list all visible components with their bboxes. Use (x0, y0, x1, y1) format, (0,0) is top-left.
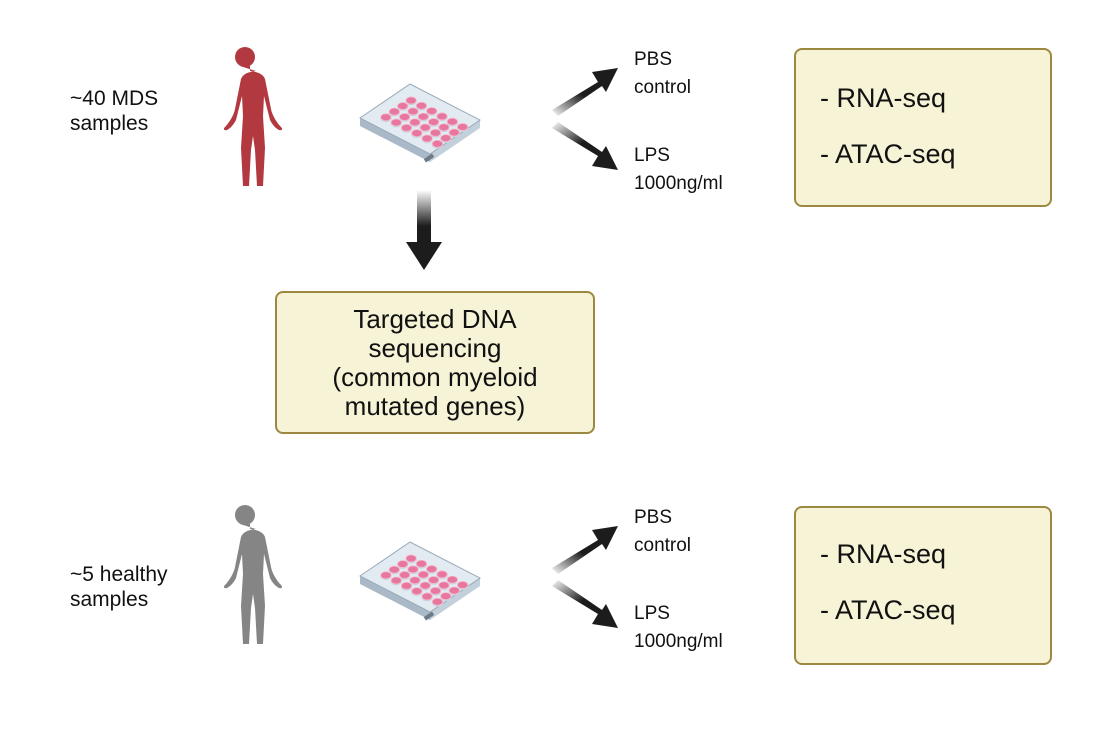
healthy-group-label: ~5 healthy samples (70, 563, 168, 611)
arrow-icon (552, 580, 618, 628)
assay-rna-seq: - RNA-seq (820, 83, 947, 113)
human-figure-icon (223, 47, 283, 186)
assay-box: - RNA-seq - ATAC-seq (794, 506, 1052, 665)
assay-atac-seq: - ATAC-seq (820, 139, 956, 169)
arrow-icon (552, 526, 618, 574)
culture-plate-icon (359, 541, 481, 621)
human-figure-icon (223, 505, 283, 644)
arrow-icon (552, 122, 618, 170)
condition-name: LPS (634, 145, 670, 166)
condition-name: PBS (634, 49, 673, 70)
condition-lps: LPS 1000ng/ml (634, 600, 723, 656)
arrow-icon (406, 190, 442, 270)
condition-pbs: PBS control (634, 46, 691, 102)
condition-detail: control (634, 77, 692, 98)
condition-name: PBS (634, 507, 673, 528)
dna-box-text: Targeted DNA sequencing (common myeloid … (332, 303, 538, 421)
assay-atac-seq: - ATAC-seq (820, 595, 956, 625)
condition-lps: LPS 1000ng/ml (634, 142, 723, 198)
assay-box: - RNA-seq - ATAC-seq (794, 48, 1052, 207)
condition-pbs: PBS control (634, 504, 691, 560)
condition-detail: 1000ng/ml (634, 173, 723, 194)
mds-group-label: ~40 MDS samples (70, 87, 159, 135)
arrow-icon (552, 68, 618, 116)
assay-rna-seq: - RNA-seq (820, 539, 947, 569)
culture-plate-icon (359, 83, 481, 163)
targeted-dna-sequencing-box: Targeted DNA sequencing (common myeloid … (275, 291, 595, 434)
condition-detail: 1000ng/ml (634, 631, 723, 652)
condition-detail: control (634, 535, 692, 556)
condition-name: LPS (634, 603, 670, 624)
